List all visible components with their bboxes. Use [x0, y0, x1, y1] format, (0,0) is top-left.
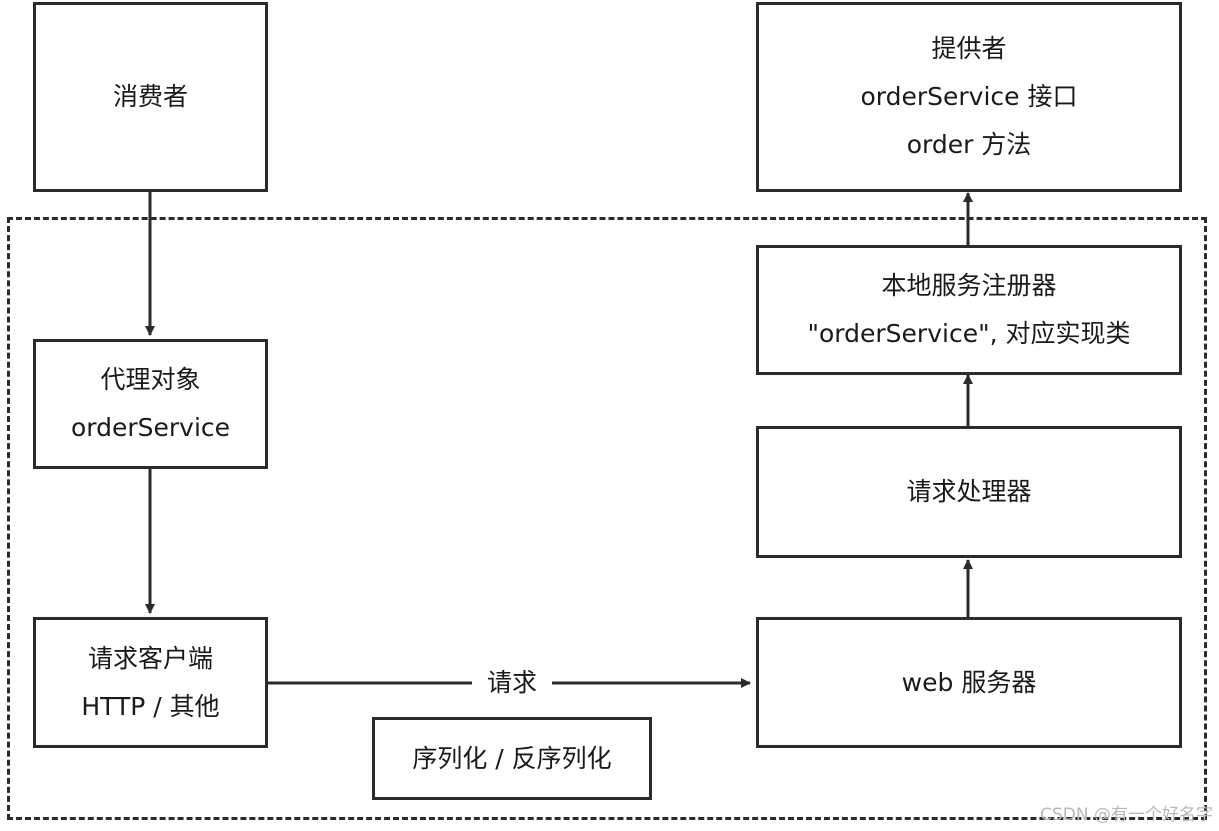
request-client-node: 请求客户端 HTTP / 其他	[33, 617, 268, 748]
registry-entry-label: "orderService", 对应实现类	[807, 319, 1131, 348]
registry-label: 本地服务注册器	[881, 271, 1057, 300]
serializer-node: 序列化 / 反序列化	[372, 717, 652, 800]
provider-node: 提供者 orderService 接口 order 方法	[756, 2, 1182, 192]
web-server-label: web 服务器	[901, 667, 1037, 697]
proxy-node: 代理对象 orderService	[33, 339, 268, 469]
consumer-node: 消费者	[33, 2, 268, 192]
consumer-label: 消费者	[112, 82, 188, 111]
proxy-label: 代理对象	[100, 365, 201, 394]
provider-interface-label: orderService 接口	[860, 82, 1078, 111]
request-handler-label: 请求处理器	[906, 477, 1032, 506]
csdn-watermark: CSDN @有一个好名字	[1040, 805, 1213, 825]
request-client-label: 请求客户端	[87, 643, 213, 673]
rpc-framework-boundary	[7, 217, 1207, 820]
provider-label: 提供者	[931, 34, 1007, 63]
registry-node: 本地服务注册器 "orderService", 对应实现类	[756, 245, 1182, 375]
proxy-service-label: orderService	[70, 413, 231, 442]
request-client-protocol-label: HTTP / 其他	[81, 691, 220, 721]
serializer-label: 序列化 / 反序列化	[412, 743, 612, 773]
request-edge-label: 请求	[472, 663, 552, 703]
provider-method-label: order 方法	[906, 130, 1032, 159]
request-handler-node: 请求处理器	[756, 426, 1182, 558]
web-server-node: web 服务器	[756, 617, 1182, 748]
